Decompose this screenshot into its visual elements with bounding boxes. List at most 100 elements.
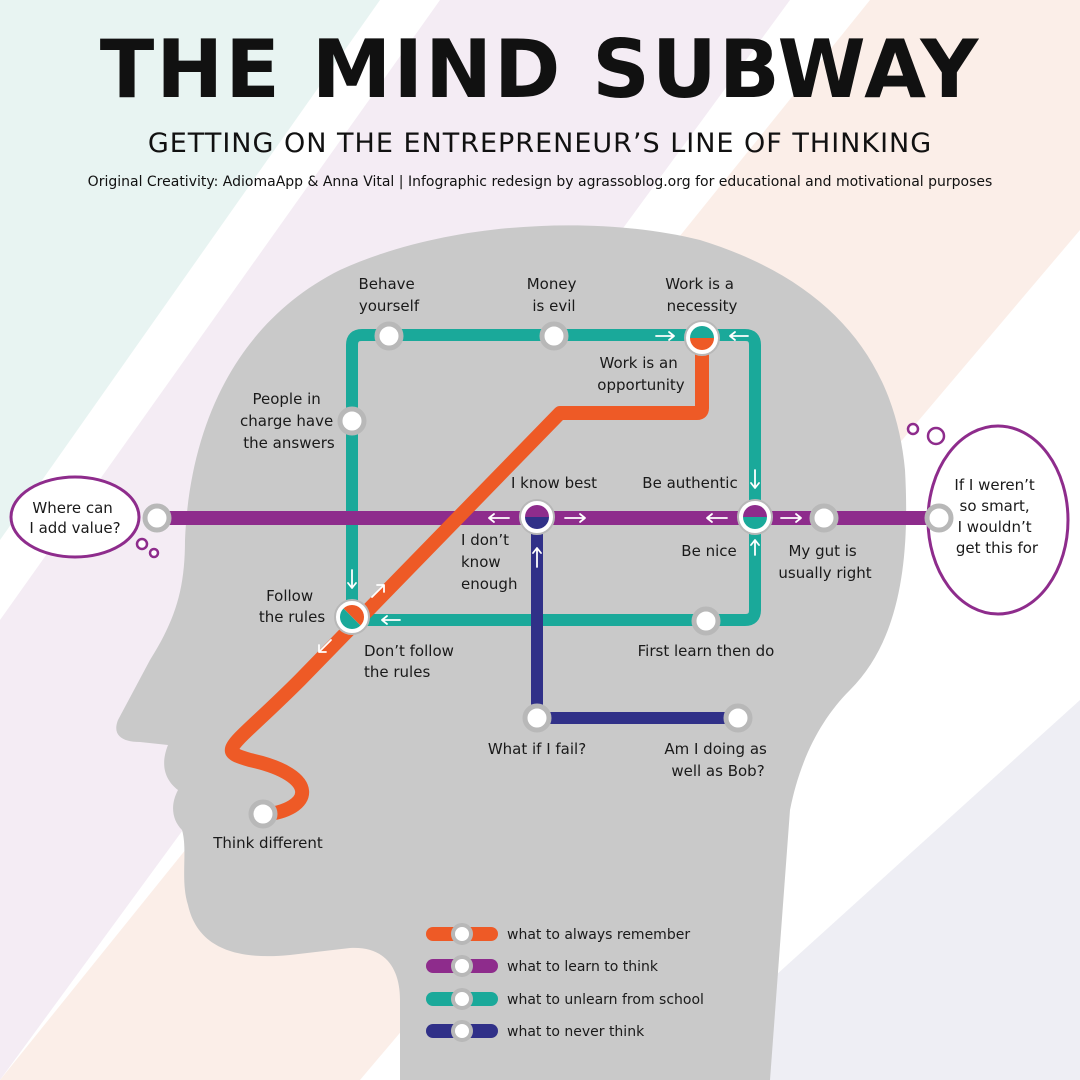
label-first-learn: First learn then do — [638, 642, 775, 660]
arrow-right-icon — [564, 513, 586, 523]
arrow-up-icon — [532, 547, 542, 568]
label-line: opportunity — [597, 376, 685, 394]
legend-item-learn-to-think: what to learn to think — [426, 955, 659, 977]
arrow-left-icon — [488, 513, 510, 523]
arrow-up-icon — [750, 539, 760, 556]
interchange-i-know-best — [519, 499, 555, 535]
arrow-down-icon — [750, 469, 760, 489]
legend-item-always-remember: what to always remember — [426, 923, 690, 945]
station-people-in-charge — [337, 406, 367, 436]
label-line: Think different — [212, 834, 323, 852]
label-line: know — [461, 553, 501, 571]
page-subtitle: GETTING ON THE ENTREPRENEUR’S LINE OF TH… — [147, 128, 933, 159]
legend: what to always remember what to learn to… — [426, 923, 704, 1042]
label-line: Don’t follow — [364, 642, 454, 660]
interchange-follow-rules — [334, 599, 370, 635]
station-first-learn — [691, 606, 721, 636]
arrow-right-icon — [780, 513, 802, 523]
label-work-opportunity: Work is an opportunity — [597, 354, 685, 394]
label-line: necessity — [667, 297, 738, 315]
label-line: well as Bob? — [671, 762, 764, 780]
label-bob: Am I doing as well as Bob? — [664, 740, 771, 780]
label-what-if-fail: What if I fail? — [488, 740, 586, 758]
label-work-necessity: Work is a necessity — [665, 275, 738, 315]
arrow-upright-icon — [371, 584, 385, 598]
label-line: the rules — [364, 663, 430, 681]
page-title: THE MIND SUBWAY — [99, 23, 981, 116]
station-where-can-i-add-value — [142, 503, 172, 533]
bubble-right-line: so smart, — [960, 497, 1030, 515]
orange-line — [225, 331, 709, 822]
station-what-if-fail — [522, 703, 552, 733]
arrow-downleft-icon — [318, 639, 332, 653]
station-my-gut — [809, 503, 839, 533]
legend-label: what to unlearn from school — [507, 992, 704, 1008]
legend-label: what to never think — [507, 1024, 645, 1040]
thought-bubble-left: Where can I add value? — [9, 475, 160, 559]
arrow-down-icon — [347, 569, 357, 589]
label-be-nice: Be nice — [681, 542, 736, 560]
label-behave-yourself: Behave yourself — [358, 275, 419, 315]
label-line: Behave — [358, 275, 414, 293]
station-think-different — [248, 799, 278, 829]
label-line: Money — [527, 275, 577, 293]
station-behave-yourself — [374, 321, 404, 351]
arrow-left-icon — [729, 331, 749, 341]
label-be-authentic: Be authentic — [642, 474, 737, 492]
label-my-gut: My gut is usually right — [778, 542, 871, 582]
head-silhouette — [116, 225, 907, 1080]
teal-line — [346, 329, 761, 626]
arrow-left-icon — [706, 513, 728, 523]
station-labels: Behave yourself Money is evil Work is a … — [212, 275, 871, 852]
label-line: Work is a — [665, 275, 734, 293]
label-line: enough — [461, 575, 517, 593]
interchange-be-authentic — [737, 499, 773, 535]
label-line: I don’t — [461, 531, 509, 549]
label-line: Be nice — [681, 542, 736, 560]
interchange-work — [684, 320, 720, 356]
label-line: Follow — [266, 587, 313, 605]
label-think-different: Think different — [212, 834, 323, 852]
arrow-left-icon — [381, 615, 401, 625]
label-line: Be authentic — [642, 474, 737, 492]
label-line: the answers — [243, 434, 335, 452]
label-line: People in — [252, 390, 320, 408]
stations — [142, 320, 954, 829]
label-people-in-charge: People in charge have the answers — [240, 390, 338, 452]
legend-label: what to always remember — [507, 927, 690, 943]
label-money-is-evil: Money is evil — [527, 275, 582, 315]
station-bob — [723, 703, 753, 733]
thought-bubble-right: If I weren’t so smart, I wouldn’t get th… — [906, 422, 1070, 616]
label-line: First learn then do — [638, 642, 775, 660]
label-i-know-best: I know best — [511, 474, 597, 492]
label-line: What if I fail? — [488, 740, 586, 758]
direction-arrows — [318, 331, 802, 653]
label-line: My gut is — [788, 542, 856, 560]
label-follow-rules: Follow the rules — [259, 587, 325, 626]
bubble-left-line: Where can — [32, 499, 112, 517]
label-line: yourself — [359, 297, 420, 315]
page-credit: Original Creativity: AdiomaApp & Anna Vi… — [87, 174, 993, 190]
label-line: usually right — [778, 564, 871, 582]
label-line: the rules — [259, 608, 325, 626]
bubble-right-text: If I weren’t so smart, I wouldn’t get th… — [954, 476, 1039, 557]
label-line: I know best — [511, 474, 597, 492]
bubble-left-text: Where can I add value? — [29, 499, 120, 537]
bubble-left-line: I add value? — [29, 519, 120, 537]
legend-label: what to learn to think — [507, 959, 659, 975]
bubble-right-line: get this for — [956, 539, 1039, 557]
legend-item-never-think: what to never think — [426, 1020, 645, 1042]
label-line: Am I doing as — [664, 740, 767, 758]
label-line: Work is an — [600, 354, 678, 372]
label-dont-follow: Don’t follow the rules — [364, 642, 459, 681]
arrow-right-icon — [655, 331, 675, 341]
station-terminal-right — [924, 503, 954, 533]
label-line: charge have — [240, 412, 333, 430]
legend-item-unlearn-from-school: what to unlearn from school — [426, 988, 704, 1010]
station-money-is-evil — [539, 321, 569, 351]
label-line: is evil — [532, 297, 575, 315]
label-i-dont-know: I don’t know enough — [461, 531, 517, 593]
bubble-right-line: If I weren’t — [954, 476, 1035, 494]
